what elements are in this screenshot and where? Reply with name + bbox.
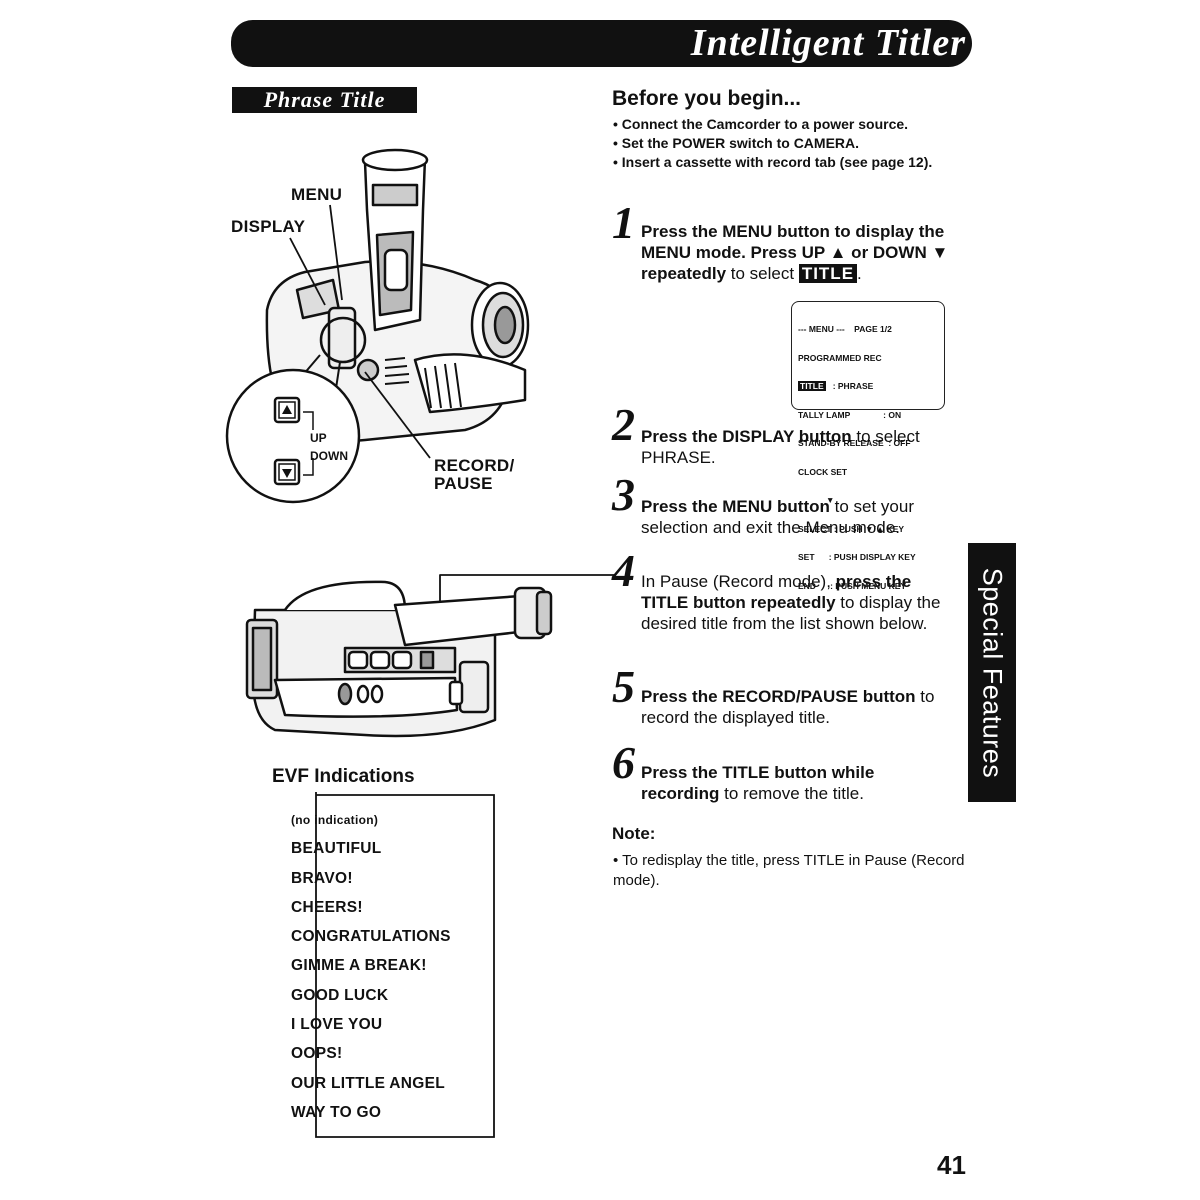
menu-row: CLOCK SET (798, 466, 848, 477)
step-plain-text: In Pause (Record mode), (641, 572, 836, 591)
step-bold-text: press the TITLE button repeatedly (641, 572, 912, 612)
list-item: OOPS! (291, 1045, 343, 1063)
step-text: Press the MENU button to display the MEN… (641, 221, 981, 284)
title-badge: TITLE (798, 264, 858, 283)
step-plain-text: to select (726, 264, 799, 283)
camcorder-top-illustration (225, 148, 530, 504)
step-text: Press the TITLE button while recording t… (641, 762, 911, 804)
page-title: Intelligent Titler (690, 22, 966, 64)
note-heading: Note: (612, 824, 656, 843)
evf-heading: EVF Indications (272, 766, 415, 787)
step-bold-text: Press the RECORD/PAUSE button (641, 687, 916, 706)
menu-row: PROGRAMMED REC (798, 352, 882, 363)
step-plain-text: to display the desired title from the li… (641, 593, 941, 633)
step-text: Press the MENU button to set your select… (641, 496, 951, 538)
list-item: • Insert a cassette with record tab (see… (613, 154, 933, 170)
before-bullets: • Connect the Camcorder to a power sourc… (613, 115, 993, 172)
step-number: 2 (612, 399, 635, 450)
step-plain-text: to remove the title. (719, 784, 864, 803)
step-number: 1 (612, 197, 635, 248)
menu-label: MENU (291, 185, 343, 204)
section-title: Phrase Title (263, 87, 386, 112)
down-label: DOWN (310, 449, 348, 463)
list-item: I LOVE YOU (291, 1016, 383, 1034)
step-plain-text: . (857, 264, 862, 283)
step-number: 3 (612, 469, 635, 520)
list-item: • Set the POWER switch to CAMERA. (613, 135, 860, 151)
step-bold-text: Press the MENU button to display the MEN… (641, 222, 949, 283)
menu-row: STAND-BY RELEASE : OFF (798, 438, 911, 448)
menu-highlight: TITLE (798, 381, 826, 391)
step-bold-text: Press the DISPLAY button (641, 427, 852, 446)
display-label: DISPLAY (231, 217, 306, 236)
step-text: Press the RECORD/PAUSE button to record … (641, 686, 971, 728)
list-item: BEAUTIFUL (291, 840, 382, 858)
list-item: GOOD LUCK (291, 986, 389, 1004)
menu-row: END : PUSH MENU KEY (798, 580, 907, 591)
menu-title-value: : PHRASE (825, 381, 874, 391)
step-bold-text: Press the MENU button (641, 497, 830, 516)
evf-list: (no indication) BEAUTIFUL BRAVO! CHEERS!… (291, 810, 501, 1132)
step-number: 6 (612, 737, 635, 788)
menu-row: SELECT : PUSH ▼/▲ KEY (798, 523, 905, 534)
list-item: CONGRATULATIONS (291, 928, 451, 946)
step-number: 5 (612, 661, 635, 712)
before-heading: Before you begin... (612, 87, 802, 110)
list-item: (no indication) (291, 813, 379, 827)
step-plain-text: to set your selection and exit the Menu … (641, 497, 915, 537)
list-item: WAY TO GO (291, 1103, 382, 1121)
section-tag: Phrase Title (232, 87, 417, 113)
step-plain-text: to record the displayed title. (641, 687, 935, 727)
evf-bracket (315, 792, 495, 1138)
camcorder-side-illustration (245, 574, 615, 738)
step-number: 4 (612, 545, 635, 596)
menu-row: TALLY LAMP : ON (798, 409, 902, 420)
step-bold-text: Press the TITLE button while recording (641, 763, 875, 803)
step-text: Press the DISPLAY button to select PHRAS… (641, 426, 971, 468)
menu-row: SET : PUSH DISPLAY KEY (798, 552, 916, 562)
note-text: • To redisplay the title, press TITLE in… (613, 852, 965, 889)
up-label: UP (310, 431, 327, 445)
page-number: 41 (937, 1150, 966, 1180)
record-pause-label: RECORD/ (434, 456, 515, 475)
side-tab-label: Special Features (977, 567, 1008, 778)
list-item: OUR LITTLE ANGEL (291, 1074, 446, 1092)
step-text: In Pause (Record mode), press the TITLE … (641, 571, 946, 634)
header-bar (231, 20, 972, 67)
list-item: • Connect the Camcorder to a power sourc… (613, 116, 909, 132)
menu-row: ▼ (826, 495, 835, 505)
list-item: GIMME A BREAK! (291, 957, 427, 975)
list-item: CHEERS! (291, 898, 363, 916)
step-plain-text: to select PHRASE. (641, 427, 920, 467)
menu-screen: --- MENU --- PAGE 1/2 PROGRAMMED REC TIT… (791, 301, 945, 590)
side-tab: Special Features (968, 543, 1016, 802)
record-pause-label-2: PAUSE (434, 474, 493, 493)
menu-row-title: TITLE : PHRASE (798, 381, 944, 392)
list-item: BRAVO! (291, 869, 353, 887)
menu-row: --- MENU --- PAGE 1/2 (798, 324, 892, 334)
